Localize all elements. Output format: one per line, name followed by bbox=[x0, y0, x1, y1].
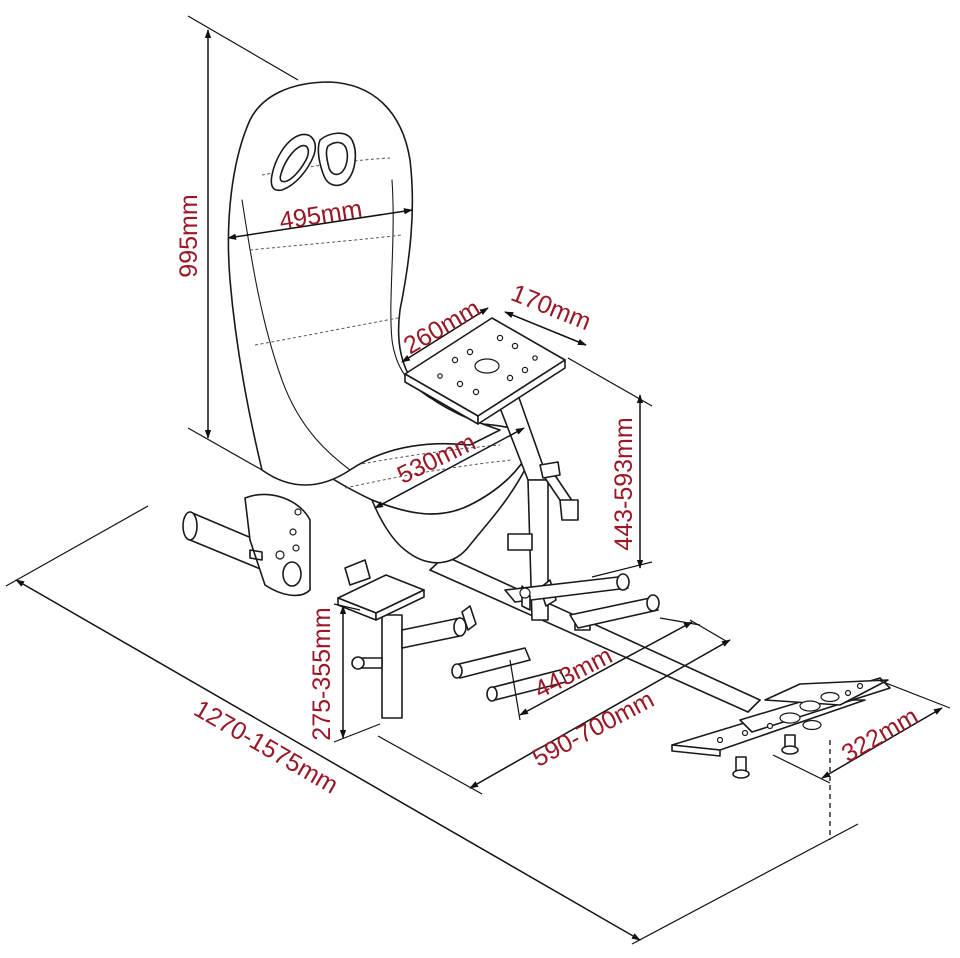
wheel-height-label: 443-593mm bbox=[610, 417, 638, 550]
dimension-lines bbox=[5, 15, 951, 945]
rear-tube bbox=[182, 493, 311, 597]
seat-back bbox=[227, 81, 501, 486]
shifter-mount bbox=[337, 559, 477, 719]
pedal-plate-width-label: 322mm bbox=[837, 702, 923, 768]
wheel-plate-depth-label: 170mm bbox=[507, 279, 595, 336]
height-label: 995mm bbox=[175, 194, 203, 277]
seat-frame-drawing bbox=[182, 81, 891, 779]
shifter-height-label: 275-355mm bbox=[308, 607, 336, 740]
base-width-label: 443mm bbox=[530, 641, 617, 704]
pedal-cross-tubes bbox=[504, 573, 660, 629]
